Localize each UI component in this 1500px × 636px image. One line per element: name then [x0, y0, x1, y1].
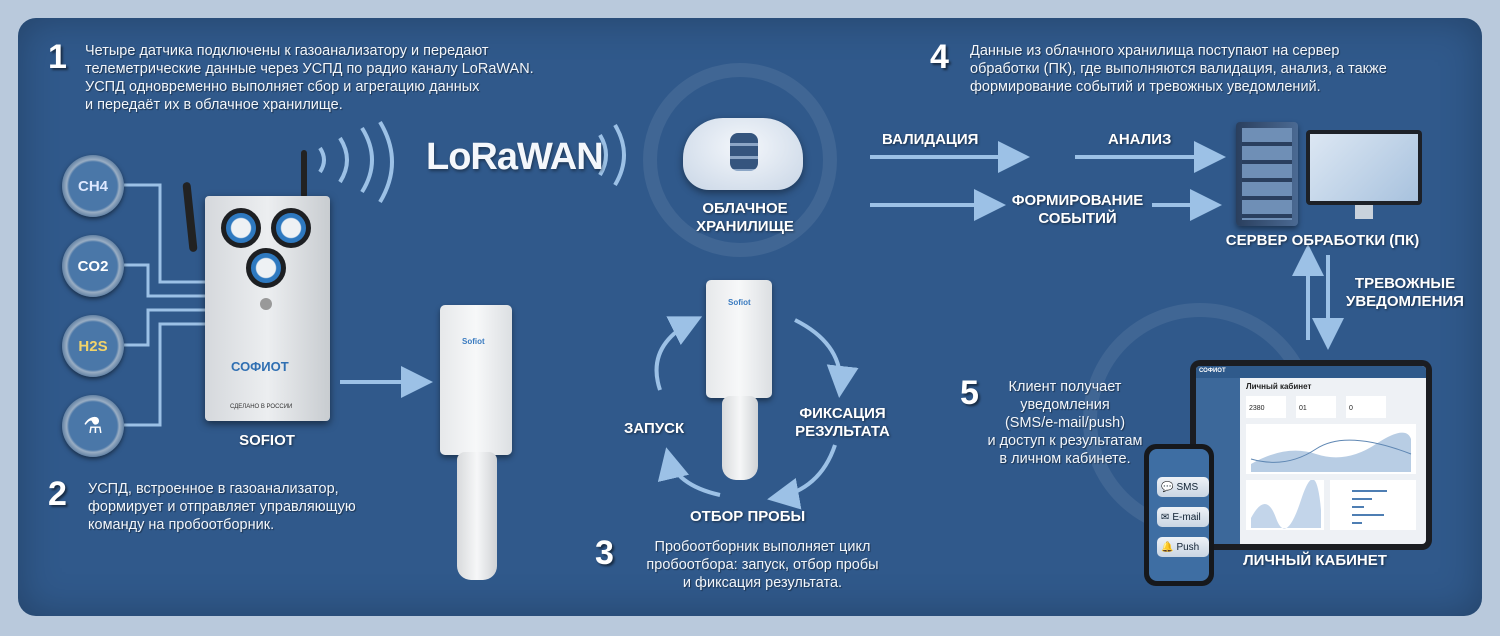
text-line: пробоотбора: запуск, отбор пробы [646, 557, 879, 573]
text-line: формирует и отправляет управляющую [88, 499, 356, 515]
radio-waves-icon [318, 120, 626, 204]
brand-logo: Sofiot [728, 298, 751, 307]
step-3-text: Пробоотборник выполняет цикл пробоотбора:… [625, 538, 900, 592]
sensor-label: H2S [78, 337, 108, 355]
cycle-start-label: ЗАПУСК [624, 420, 685, 437]
text-line: и передаёт их в облачное хранилище. [85, 97, 343, 113]
antenna-icon [301, 150, 307, 198]
button-label: E-mail [1172, 511, 1201, 523]
email-button[interactable]: ✉E-mail [1157, 507, 1209, 527]
sensor-label: CH4 [77, 177, 108, 195]
text-line: ФИКСАЦИЯ [799, 405, 886, 422]
text-line: формирование событий и тревожных уведомл… [970, 79, 1321, 95]
sampler-cycle-bottle [722, 396, 758, 480]
gas-analyzer: СОФИОТ СДЕЛАНО В РОССИИ [205, 196, 330, 421]
text-line: СОБЫТИЙ [1038, 210, 1117, 227]
text-line: РЕЗУЛЬТАТА [795, 423, 890, 440]
area-chart [1246, 424, 1416, 474]
message-icon: 💬 [1161, 481, 1174, 493]
monitor-stand [1355, 205, 1373, 219]
push-button[interactable]: 🔔Push [1157, 537, 1209, 557]
text-line: обработки (ПК), где выполняются валидаци… [970, 61, 1387, 77]
brand-logo: Sofiot [462, 337, 485, 346]
step-1-text: Четыре датчика подключены к газоанализат… [85, 42, 534, 114]
text-line: команду на пробоотборник. [88, 517, 275, 533]
stat-card: 0 [1346, 396, 1386, 418]
text-line: УВЕДОМЛЕНИЯ [1346, 293, 1464, 310]
flask-icon: ⚗ [83, 413, 103, 438]
step-3-number: 3 [595, 534, 614, 572]
sampler-device: Sofiot [440, 305, 512, 455]
step-2-text: УСПД, встроенное в газоанализатор, формир… [88, 480, 356, 534]
text-line: ТРЕВОЖНЫЕ [1354, 275, 1456, 292]
cloud-icon [683, 118, 803, 190]
brand-logo: СОФИОТ [1199, 368, 1226, 374]
sensor-ch4: CH4 [62, 155, 124, 217]
sensor-h2s: H2S [62, 315, 124, 377]
step-4-text: Данные из облачного хранилища поступают … [970, 42, 1387, 96]
text-line: Четыре датчика подключены к газоанализат… [85, 43, 489, 59]
sms-button[interactable]: 💬SMS [1157, 477, 1209, 497]
step-2-number: 2 [48, 475, 67, 513]
dashboard-title: Личный кабинет [1246, 382, 1312, 391]
sensor-flask: ⚗ [62, 395, 124, 457]
stat-card: 01 [1296, 396, 1336, 418]
step-5-number: 5 [960, 374, 979, 412]
sensor-co2: CO2 [62, 235, 124, 297]
dashboard-tablet: СОФИОТ Личный кабинет 2380 01 0 [1190, 360, 1432, 550]
text-line: в личном кабинете. [999, 451, 1131, 467]
made-in-russia-caption: СДЕЛАНО В РОССИИ [230, 404, 293, 410]
text-line: УСПД, встроенное в газоанализатор, [88, 481, 339, 497]
sampler-bottle [457, 452, 497, 580]
text-line: Пробоотборник выполняет цикл [654, 539, 871, 555]
step-4-number: 4 [930, 38, 949, 76]
button-label: SMS [1176, 481, 1199, 493]
validation-label: ВАЛИДАЦИЯ [882, 131, 979, 148]
brand-logo: СОФИОТ [231, 359, 289, 374]
lorawan-logo: LoRaWAN [426, 136, 604, 178]
bell-icon: 🔔 [1161, 541, 1174, 553]
button-label: Push [1176, 541, 1200, 553]
server-icon [1236, 122, 1298, 226]
step-5-text: Клиент получает уведомления (SMS/e-mail/pu… [985, 378, 1145, 468]
envelope-icon: ✉ [1161, 511, 1170, 523]
server-label: СЕРВЕР ОБРАБОТКИ (ПК) [1225, 232, 1420, 249]
sampler-cycle-device: Sofiot [706, 280, 772, 398]
sensor-label: CO2 [77, 257, 109, 275]
text-line: УСПД одновременно выполняет сбор и агрег… [85, 79, 480, 95]
bar-list [1330, 480, 1416, 530]
stat-card: 2380 [1246, 396, 1286, 418]
text-line: и фиксация результата. [682, 575, 843, 591]
text-line: ФОРМИРОВАНИЕ [1011, 192, 1144, 209]
text-line: Клиент получает [1008, 379, 1122, 395]
database-icon [730, 133, 758, 171]
text-line: (SMS/e-mail/push) [1004, 415, 1126, 431]
analyzer-label: SOFIOT [239, 432, 295, 449]
phone: 💬SMS ✉E-mail 🔔Push [1144, 444, 1214, 586]
flow-arrows [340, 141, 1344, 510]
text-line: ХРАНИЛИЩЕ [696, 218, 794, 235]
analysis-label: АНАЛИЗ [1108, 131, 1172, 148]
text-line: и доступ к результатам [987, 433, 1143, 449]
step-1-number: 1 [48, 38, 67, 76]
text-line: Данные из облачного хранилища поступают … [970, 43, 1340, 59]
text-line: телеметрические данные через УСПД по рад… [85, 61, 534, 77]
line-chart [1246, 480, 1324, 530]
text-line: уведомления [1020, 397, 1110, 413]
cycle-sample-label: ОТБОР ПРОБЫ [690, 508, 806, 525]
sensor-wires [124, 183, 205, 427]
monitor-icon [1306, 130, 1422, 205]
dashboard-label: ЛИЧНЫЙ КАБИНЕТ [1243, 552, 1387, 569]
text-line: ОБЛАЧНОЕ [702, 200, 788, 217]
